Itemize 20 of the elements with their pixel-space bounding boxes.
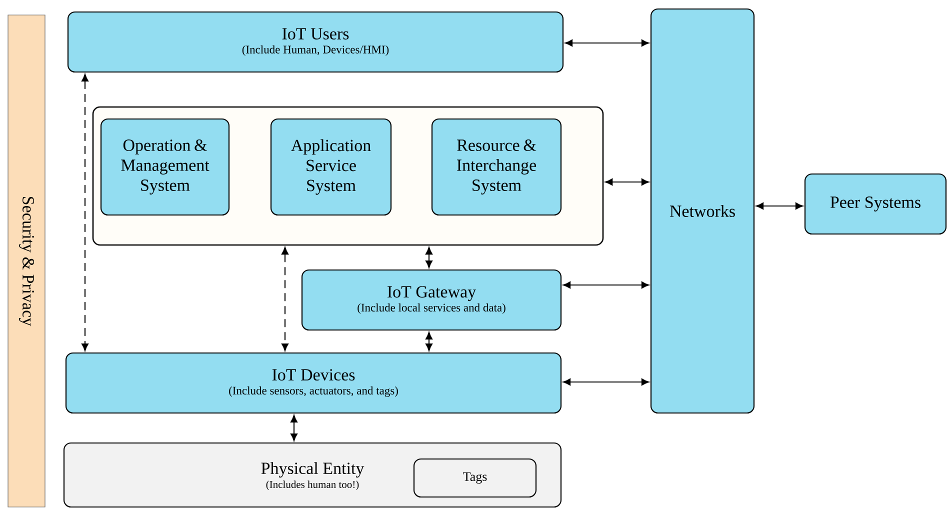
arrow — [290, 414, 298, 442]
system-box: Resource & Interchange System — [431, 118, 562, 216]
arrow — [562, 378, 650, 386]
security-band: Security & Privacy — [8, 14, 46, 508]
system-box: Operation & Management System — [100, 118, 230, 216]
component-box: IoT Devices (Include sensors, actuators, and tags) — [65, 352, 562, 414]
arrow — [82, 74, 88, 352]
arrow — [756, 202, 804, 210]
arrow — [426, 332, 432, 352]
arrow — [426, 247, 432, 268]
arrow — [564, 40, 650, 46]
component-box: IoT Gateway (Include local services and data) — [301, 269, 562, 331]
peer-box: Peer Systems — [804, 173, 947, 235]
component-box: IoT Users (Include Human, Devices/HMI) — [67, 11, 564, 73]
tag-box: Tags — [413, 458, 537, 498]
network-box: Networks — [650, 8, 755, 414]
arrow — [282, 247, 288, 352]
arrow — [605, 178, 650, 186]
system-box: Application Service System — [270, 118, 392, 216]
arrow — [562, 282, 650, 288]
